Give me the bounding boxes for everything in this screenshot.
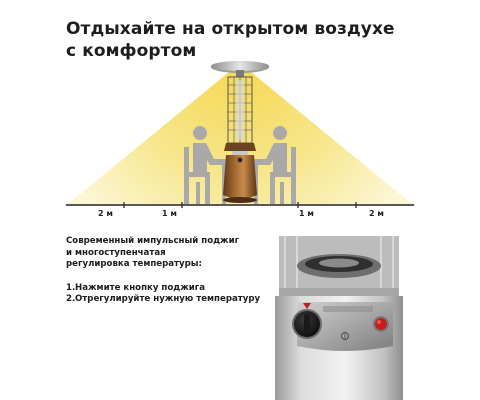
description-line-1: Современный импульсный поджиг: [66, 236, 240, 246]
patio-heater-icon: [211, 61, 269, 203]
scale-label-left-far: 2 м: [98, 209, 113, 218]
scale-label-right-far: 2 м: [369, 209, 384, 218]
description-line-2: и многоступенчатая: [66, 247, 166, 258]
step-number: 2.: [66, 294, 76, 304]
headline: Отдыхайте на открытом воздухе с комфорто…: [66, 18, 426, 62]
step-text: Отрегулируйте нужную температуру: [75, 294, 261, 304]
scale-label-left-near: 1 м: [162, 209, 177, 218]
heat-coverage-diagram: 2 м 1 м 1 м 2 м: [66, 61, 414, 218]
step-item: 1. Нажмите кнопку поджига: [66, 283, 266, 295]
scale-ticks: [123, 202, 357, 208]
seated-person-icon: [184, 126, 226, 204]
instruction-steps: 1. Нажмите кнопку поджига 2. Отрегулируй…: [66, 283, 266, 306]
headline-line-1: Отдыхайте на открытом воздухе: [66, 19, 395, 39]
description-line-3: регулировка температуры:: [66, 259, 202, 269]
seated-person-icon: [254, 126, 296, 204]
control-panel-photo: [263, 232, 415, 400]
step-item: 2. Отрегулируйте нужную температуру: [66, 294, 266, 306]
step-number: 1.: [66, 282, 76, 293]
feature-description: Современный импульсный поджиг и многосту…: [66, 236, 266, 306]
step-text: Нажмите кнопку поджига: [75, 282, 206, 293]
scale-label-right-near: 1 м: [299, 209, 314, 218]
headline-line-2: с комфортом: [66, 41, 197, 61]
